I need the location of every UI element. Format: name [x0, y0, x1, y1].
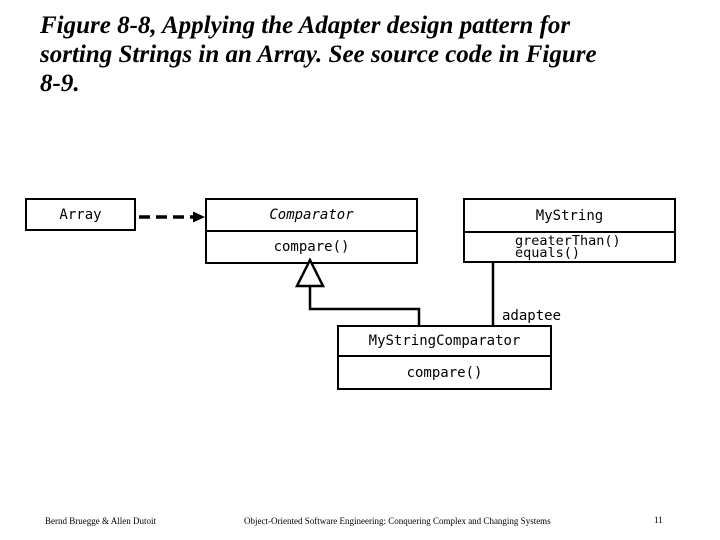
dependency-arrowhead-icon	[193, 211, 205, 223]
inheritance-line	[308, 285, 421, 327]
class-name-comparator: Comparator	[207, 200, 416, 232]
uml-class-array: Array	[25, 198, 136, 231]
class-name-array: Array	[59, 206, 102, 223]
adaptee-role-label: adaptee	[502, 308, 562, 324]
operation-greaterthan: greaterThan()	[515, 233, 621, 249]
slide-title-line-1: Figure 8-8, Applying the Adapter design …	[40, 12, 571, 39]
class-operations-mystring: greaterThan() equals()	[465, 233, 674, 261]
class-operations-mystringcomparator: compare()	[339, 357, 550, 388]
operation-compare: compare()	[273, 239, 350, 255]
footer-authors: Bernd Bruegge & Allen Dutoit	[45, 516, 156, 526]
footer-book-title: Object-Oriented Software Engineering: Co…	[244, 516, 551, 526]
uml-class-mystring: MyString greaterThan() equals()	[463, 198, 676, 263]
class-operations-comparator: compare()	[207, 232, 416, 262]
footer-page-number: 11	[654, 515, 663, 525]
uml-class-comparator: Comparator compare()	[205, 198, 418, 264]
slide-title-line-3: 8-9.	[40, 70, 80, 97]
class-name-mystring: MyString	[465, 200, 674, 233]
operation-compare-adapter: compare()	[406, 364, 483, 381]
class-name-mystringcomparator: MyStringComparator	[339, 327, 550, 357]
uml-class-mystringcomparator: MyStringComparator compare()	[337, 325, 552, 390]
slide-title-line-2: sorting Strings in an Array. See source …	[40, 41, 597, 68]
slide-title: Figure 8-8, Applying the Adapter design …	[40, 11, 705, 98]
operation-equals: equals()	[515, 245, 581, 261]
